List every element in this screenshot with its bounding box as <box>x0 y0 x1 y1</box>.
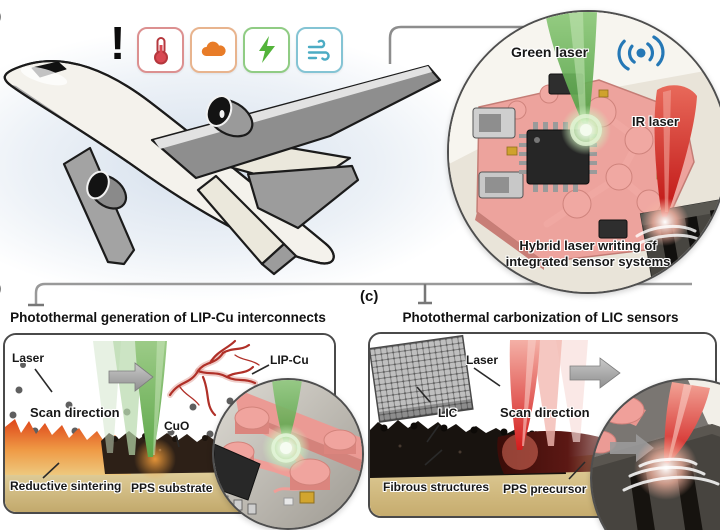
panel-c-label: (c) <box>360 288 379 305</box>
panel-b-label-fragment: ) <box>0 280 1 298</box>
wind-hazard <box>296 27 343 73</box>
panel-b-cuo-label: CuO <box>164 419 190 433</box>
panel-c-fibrous-structures-label: Fibrous structures <box>383 480 490 494</box>
panel-c-magnifier-scene <box>592 380 720 530</box>
thermometer-icon <box>153 37 168 65</box>
panel-b-reductive-sintering-label: Reductive sintering <box>10 479 122 493</box>
hybrid-laser-inset: Green laser IR laser Hybrid laser writin… <box>447 10 720 294</box>
panel-b-lipcu-label: LIP-Cu <box>270 353 309 367</box>
inset-caption-line2: integrated sensor systems <box>505 254 671 269</box>
panel-c-laser-label: Laser <box>466 353 499 367</box>
airplane-illustration <box>3 59 442 276</box>
panel-b-magnifier-inset <box>212 378 364 530</box>
green-laser-label: Green laser <box>511 44 589 60</box>
panel-c-title: Photothermal carbonization of LIC sensor… <box>402 310 679 325</box>
panel-b-pps-substrate-label: PPS substrate <box>131 481 213 495</box>
panel-b-laser-label: Laser <box>12 351 45 365</box>
connector-top <box>388 25 546 64</box>
inset-caption-line1: Hybrid laser writing of <box>519 238 657 253</box>
cloud-icon <box>201 41 226 56</box>
panel-c-pps-precursor-label: PPS precursor <box>503 482 587 496</box>
panel-c-lic-label: LIC <box>438 406 458 420</box>
lightning-hazard <box>243 27 290 73</box>
panel-b-title: Photothermal generation of LIP-Cu interc… <box>10 310 326 325</box>
connector-bracket <box>28 282 692 307</box>
warning-exclamation: ! <box>110 17 126 69</box>
lightning-icon <box>258 36 275 63</box>
temperature-hazard <box>137 27 184 73</box>
wind-icon <box>307 39 330 61</box>
ir-laser-label: IR laser <box>632 114 679 129</box>
panel-b-magnifier-scene <box>214 380 362 528</box>
hybrid-laser-scene <box>449 12 720 292</box>
panel-c-magnifier-inset <box>590 378 720 530</box>
panel-a-label-fragment: ) <box>0 8 1 26</box>
cloud-hazard <box>190 27 237 73</box>
panel-b: Laser Scan direction CuO LIP-Cu Reductiv… <box>3 333 336 514</box>
panel-b-scan-direction-label: Scan direction <box>30 405 120 420</box>
panel-c-scan-direction-label: Scan direction <box>500 405 590 420</box>
